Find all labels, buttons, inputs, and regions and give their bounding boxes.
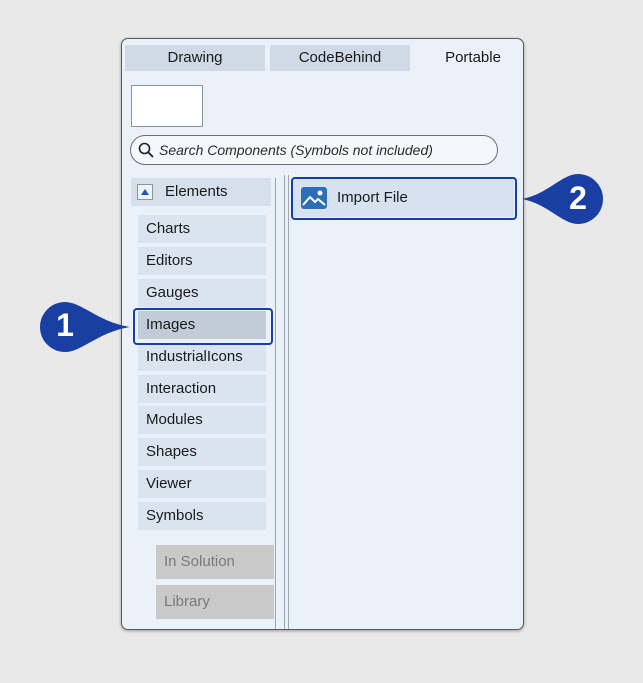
elements-group-header[interactable]: Elements: [131, 178, 271, 206]
category-symbols[interactable]: Symbols: [138, 502, 266, 530]
image-icon: [301, 187, 327, 209]
import-highlight-box: [291, 177, 517, 220]
library-button[interactable]: Library: [156, 585, 274, 619]
search-input[interactable]: [159, 139, 489, 161]
category-charts[interactable]: Charts: [138, 215, 266, 243]
preview-thumbnail: [131, 85, 203, 127]
category-editors[interactable]: Editors: [138, 247, 266, 275]
component-list: Import File: [289, 175, 523, 629]
tab-drawing[interactable]: Drawing: [125, 45, 265, 71]
panel-splitter[interactable]: [284, 175, 289, 629]
import-file-item[interactable]: Import File: [293, 179, 514, 217]
import-file-label: Import File: [337, 189, 408, 206]
category-modules[interactable]: Modules: [138, 406, 266, 434]
elements-label: Elements: [165, 183, 228, 200]
search-icon: [138, 142, 154, 158]
in-solution-button[interactable]: In Solution: [156, 545, 274, 579]
tab-portable[interactable]: Portable: [445, 49, 501, 66]
tab-codebehind[interactable]: CodeBehind: [270, 45, 410, 71]
category-industrialicons[interactable]: IndustrialIcons: [138, 343, 266, 371]
callout-1-label: 1: [56, 307, 74, 343]
category-viewer[interactable]: Viewer: [138, 470, 266, 498]
search-box[interactable]: [130, 135, 498, 165]
images-highlight-box: [133, 308, 273, 345]
collapse-button[interactable]: [137, 184, 153, 200]
callout-2: 2: [522, 174, 604, 224]
category-images[interactable]: Images: [138, 311, 266, 339]
tab-bar: Drawing CodeBehind Portable: [122, 45, 523, 71]
triangle-up-icon: [141, 189, 149, 195]
components-panel: Drawing CodeBehind Portable Elements Cha…: [121, 38, 524, 630]
callout-1: 1: [39, 302, 131, 352]
callout-2-label: 2: [569, 180, 587, 216]
category-list: Elements Charts Editors Gauges Images In…: [131, 178, 276, 629]
category-shapes[interactable]: Shapes: [138, 438, 266, 466]
category-gauges[interactable]: Gauges: [138, 279, 266, 307]
category-interaction[interactable]: Interaction: [138, 375, 266, 403]
